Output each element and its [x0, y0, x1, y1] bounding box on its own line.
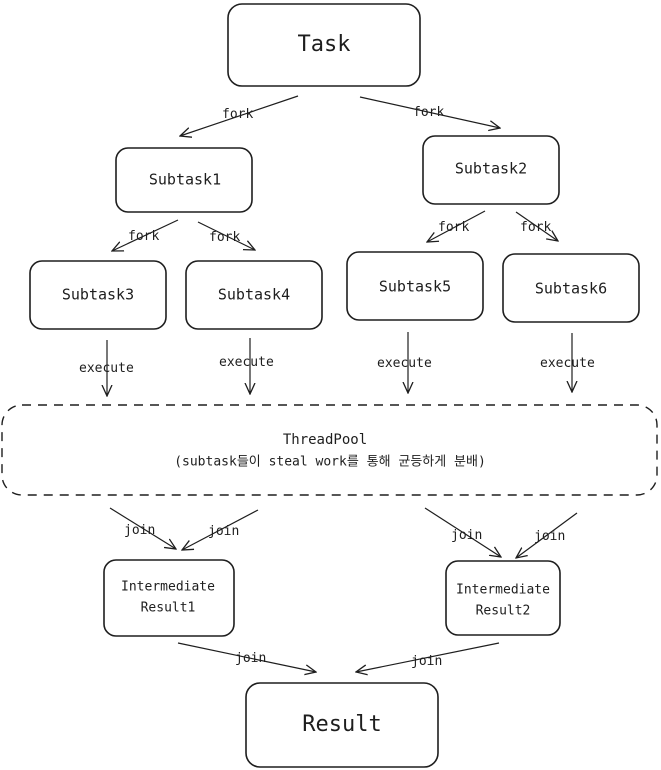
- fork-label-4: fork: [209, 230, 240, 245]
- join-label-1: join: [124, 523, 155, 538]
- subtask2-box: [422, 135, 560, 205]
- fork-edge-subtask1-subtask4: [197, 221, 255, 250]
- subtask4-label: Subtask4: [218, 286, 290, 304]
- execute-label-4: execute: [540, 356, 595, 371]
- join-label-3: join: [451, 528, 482, 543]
- join-edge-pool-intermediate2-right: [516, 512, 578, 558]
- fork-label-2: fork: [413, 105, 444, 120]
- result-label: Result: [302, 712, 381, 737]
- intermediate-result1-line2: Result1: [141, 601, 196, 616]
- join-edge-pool-intermediate2-left: [424, 507, 501, 557]
- task-label: Task: [298, 32, 351, 57]
- fork-edge-task-subtask2: [359, 96, 500, 128]
- intermediate-result2-line1: Intermediate: [456, 583, 550, 598]
- subtask6-label: Subtask6: [535, 280, 607, 298]
- subtask5-label: Subtask5: [379, 278, 451, 296]
- join-edge-intermediate1-result: [177, 642, 316, 672]
- intermediate-result2-line2: Result2: [476, 604, 531, 619]
- fork-edge-task-subtask1: [180, 95, 299, 136]
- join-edge-intermediate2-result: [356, 642, 500, 672]
- intermediate-result2-box: [445, 560, 561, 636]
- fork-label-1: fork: [222, 107, 253, 122]
- fork-label-6: fork: [520, 220, 551, 235]
- intermediate-result1-box: [103, 559, 235, 637]
- subtask5-box: [346, 251, 484, 321]
- fork-label-5: fork: [438, 220, 469, 235]
- subtask1-label: Subtask1: [149, 171, 221, 189]
- intermediate-result1-line1: Intermediate: [121, 580, 215, 595]
- subtask1-box: [115, 147, 253, 213]
- subtask3-label: Subtask3: [62, 286, 134, 304]
- subtask4-box: [185, 260, 323, 330]
- execute-label-2: execute: [219, 355, 274, 370]
- execute-label-1: execute: [79, 361, 134, 376]
- join-edge-pool-intermediate1-right: [182, 509, 259, 550]
- threadpool-box: [1, 404, 658, 496]
- threadpool-title: ThreadPool: [283, 432, 367, 448]
- join-edge-pool-intermediate1-left: [109, 507, 176, 549]
- fork-edge-subtask1-subtask3: [112, 219, 179, 251]
- execute-label-3: execute: [377, 356, 432, 371]
- join-label-6: join: [411, 654, 442, 669]
- fork-label-3: fork: [128, 229, 159, 244]
- subtask2-label: Subtask2: [455, 160, 527, 178]
- subtask3-box: [29, 260, 167, 330]
- result-box: [245, 682, 439, 768]
- fork-edge-subtask2-subtask6: [515, 211, 558, 241]
- fork-edge-subtask2-subtask5: [427, 210, 486, 242]
- join-label-2: join: [208, 524, 239, 539]
- join-label-5: join: [235, 651, 266, 666]
- threadpool-description: (subtask들이 steal work를 통해 균등하게 분배): [174, 455, 486, 470]
- task-box: [227, 3, 421, 87]
- subtask6-box: [502, 253, 640, 323]
- join-label-4: join: [534, 529, 565, 544]
